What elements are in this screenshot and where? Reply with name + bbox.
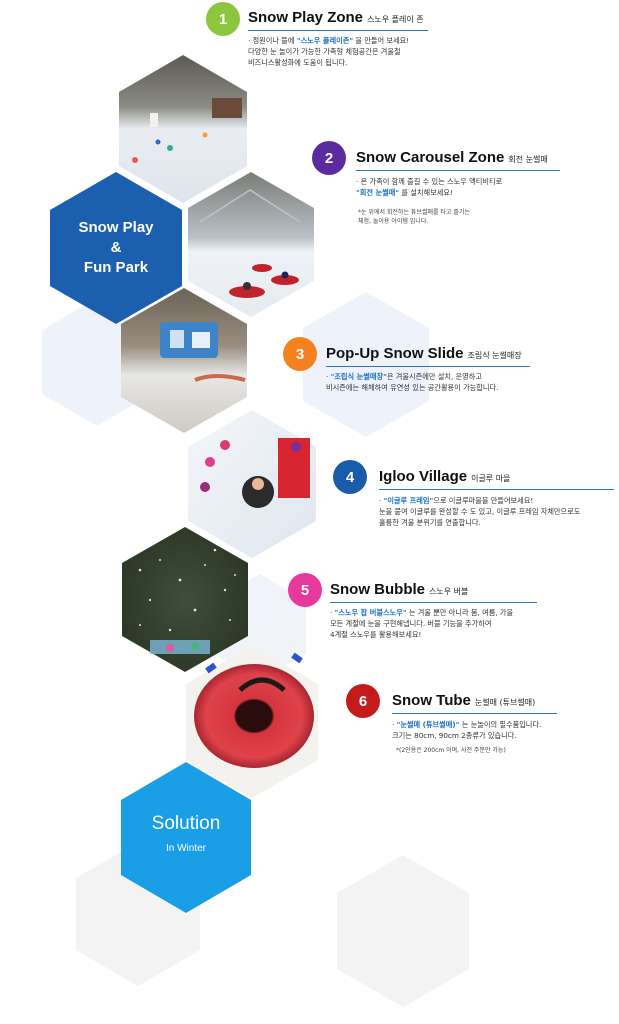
zone-1-subtitle: 스노우 플레이 존: [367, 15, 424, 24]
zone-5-title: Snow Bubble 스노우 버블: [330, 581, 468, 598]
solution-hex: [121, 762, 251, 913]
zone-5-description: · "스노우 팝 버블스노우" 는 겨울 뿐만 아니라 봄, 여름, 가을 모든…: [330, 607, 513, 640]
zone-2-line-1: · 온 가족이 함께 즐길 수 있는 스노우 액티비티로: [356, 177, 503, 186]
zone-4-subtitle: 이글루 마을: [471, 474, 511, 483]
zone-1-line-3: 비즈니스활성화에 도움이 됩니다.: [248, 58, 348, 67]
zone-5-title-text: Snow Bubble: [330, 581, 425, 598]
zone-6-subtitle: 눈썰매 (튜브썰매): [474, 698, 536, 707]
photo-snow-tube: [186, 646, 318, 798]
zone-4-line-2: 눈을 붙여 이글루를 완성할 수 도 있고, 이글루 프레임 자체만으로도: [379, 507, 581, 516]
zone-3-description: · "조립식 눈썰매장"은 겨울시즌에만 설치, 운영하고 비시즌에는 해체하여…: [326, 371, 498, 393]
zone-2-subtitle: 회전 눈썰매: [508, 155, 548, 164]
intro-line-2: &: [110, 239, 122, 256]
zone-1-line-1: · 정원이나 뜰에 "스노우 플레이존" 을 만들어 보세요!: [248, 36, 410, 45]
photo-pop-up-snow-slide: [121, 288, 247, 433]
bg-hex-grey-right: [337, 855, 469, 1007]
zone-1-badge: 1: [206, 2, 240, 36]
zone-2-underline: [356, 170, 560, 171]
zone-3-subtitle: 조립식 눈썰매장: [467, 351, 522, 360]
zone-5-line-3: 4계절 스노우를 활용해보세요!: [330, 630, 422, 639]
zone-1-underline: [248, 30, 428, 31]
zone-6-title-text: Snow Tube: [392, 692, 471, 709]
zone-3-badge: 3: [283, 337, 317, 371]
zone-3-underline: [326, 366, 530, 367]
zone-4-badge: 4: [333, 460, 367, 494]
intro-hex: [50, 172, 182, 324]
zone-3-line-1: · "조립식 눈썰매장"은 겨울시즌에만 설치, 운영하고: [326, 372, 482, 381]
zone-6-underline: [392, 713, 557, 714]
zone-5-underline: [330, 602, 537, 603]
zone-4-description: · "이글루 프레임"으로 이글루마을을 만들어보세요! 눈을 붙여 이글루를 …: [379, 495, 580, 528]
zone-6-badge: 6: [346, 684, 380, 718]
photo-igloo-village: [188, 410, 316, 558]
zone-6-line-1: · "눈썰매 (튜브썰매)" 는 눈놀이의 필수품입니다.: [392, 720, 542, 729]
zone-6-line-2: 크기는 80cm, 90cm 2종류가 있습니다.: [392, 731, 517, 740]
zone-4-underline: [379, 489, 614, 490]
zone-1-line-2: 다양한 눈 놀이가 가능한 가족형 체험공간은 겨울철: [248, 47, 401, 56]
intro-line-1: Snow Play: [78, 219, 154, 236]
zone-3-line-2: 비시즌에는 해체하여 유연성 있는 공간활용이 가능합니다.: [326, 383, 499, 392]
solution-subtitle: In Winter: [165, 843, 206, 854]
zone-4-title-text: Igloo Village: [379, 468, 468, 485]
zone-3-title-text: Pop-Up Snow Slide: [326, 345, 464, 362]
zone-2-note-line-2: 체험, 놀이용 아이템 입니다.: [358, 218, 429, 225]
zone-6-note-line-1: *(2인용은 200cm 이며, 사전 주문만 가능): [396, 747, 506, 754]
zone-5-subtitle: 스노우 버블: [429, 587, 469, 596]
intro-hex-label: Snow Play & Fun Park: [60, 218, 172, 278]
solution-hex-label: Solution In Winter: [131, 812, 241, 858]
photo-snow-bubble: [122, 527, 248, 672]
zone-1-title-text: Snow Play Zone: [248, 9, 364, 26]
zone-5-badge: 5: [288, 573, 322, 607]
zone-5-line-2: 모든 계절에 눈을 구현해냅니다. 버블 기능을 추가하여: [330, 619, 492, 628]
zone-2-description: · 온 가족이 함께 즐길 수 있는 스노우 액티비티로 "회전 눈썰매" 를 …: [356, 176, 502, 198]
photo-snow-play-zone: [119, 55, 247, 203]
intro-line-3: Fun Park: [83, 259, 149, 276]
zone-1-description: · 정원이나 뜰에 "스노우 플레이존" 을 만들어 보세요! 다양한 눈 놀이…: [248, 35, 409, 68]
zone-6-note: *(2인용은 200cm 이며, 사전 주문만 가능): [396, 746, 506, 755]
zone-2-line-2: "회전 눈썰매" 를 설치해보세요!: [356, 188, 453, 197]
solution-title: Solution: [151, 813, 221, 834]
zone-6-description: · "눈썰매 (튜브썰매)" 는 눈놀이의 필수품입니다. 크기는 80cm, …: [392, 719, 541, 741]
zone-2-title-text: Snow Carousel Zone: [356, 149, 505, 166]
zone-4-line-3: 훌륭한 겨울 분위기를 연출합니다.: [379, 518, 481, 527]
zone-4-line-1: · "이글루 프레임"으로 이글루마을을 만들어보세요!: [379, 496, 534, 505]
zone-2-badge: 2: [312, 141, 346, 175]
zone-2-note: *눈 위에서 회전하는 튜브썰매를 타고 즐기는 체험, 놀이용 아이템 입니다…: [358, 208, 470, 226]
zone-2-note-line-1: *눈 위에서 회전하는 튜브썰매를 타고 즐기는: [358, 209, 470, 216]
zone-5-line-1: · "스노우 팝 버블스노우" 는 겨울 뿐만 아니라 봄, 여름, 가을: [330, 608, 514, 617]
photo-snow-carousel: [188, 172, 314, 317]
bg-hex-pale-right: [303, 292, 429, 437]
